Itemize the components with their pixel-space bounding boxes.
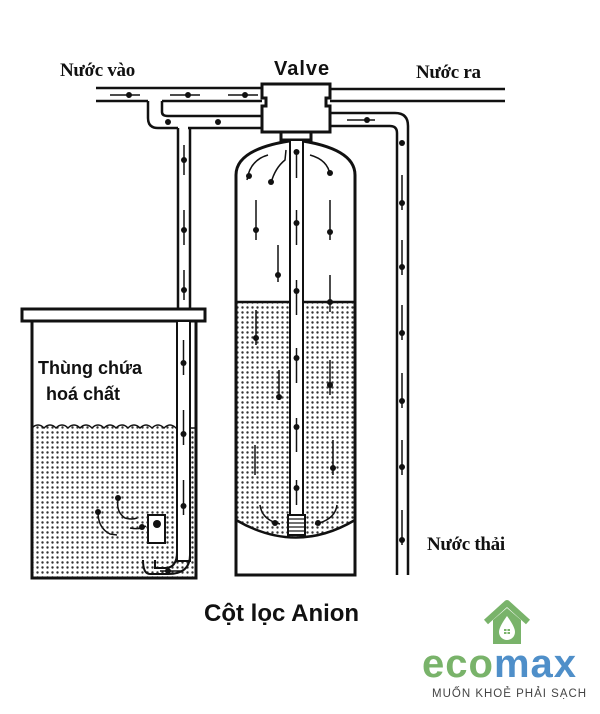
waste-label: Nước thải — [427, 534, 505, 555]
waste-pipe — [330, 111, 410, 575]
valve — [260, 82, 332, 142]
house-water-drop-icon — [483, 600, 531, 644]
caption: Cột lọc Anion — [204, 600, 360, 627]
tank-label-line2: hoá chất — [46, 384, 121, 404]
valve-label: Valve — [274, 58, 331, 80]
tank-label-line1: Thùng chứa — [38, 358, 143, 378]
inlet-pipe — [96, 86, 262, 320]
brand-tagline: MUỐN KHOẺ PHẢI SẠCH — [432, 688, 588, 700]
inlet-label: Nước vào — [60, 60, 135, 81]
ecomax-logo: ecomax MUỐN KHOẺ PHẢI SẠCH — [418, 600, 598, 710]
chemical-tank — [20, 307, 207, 580]
outlet-pipe — [330, 87, 505, 103]
anion-filter-column — [234, 138, 357, 577]
outlet-label: Nước ra — [416, 62, 481, 83]
brand-name: ecomax — [422, 642, 577, 686]
